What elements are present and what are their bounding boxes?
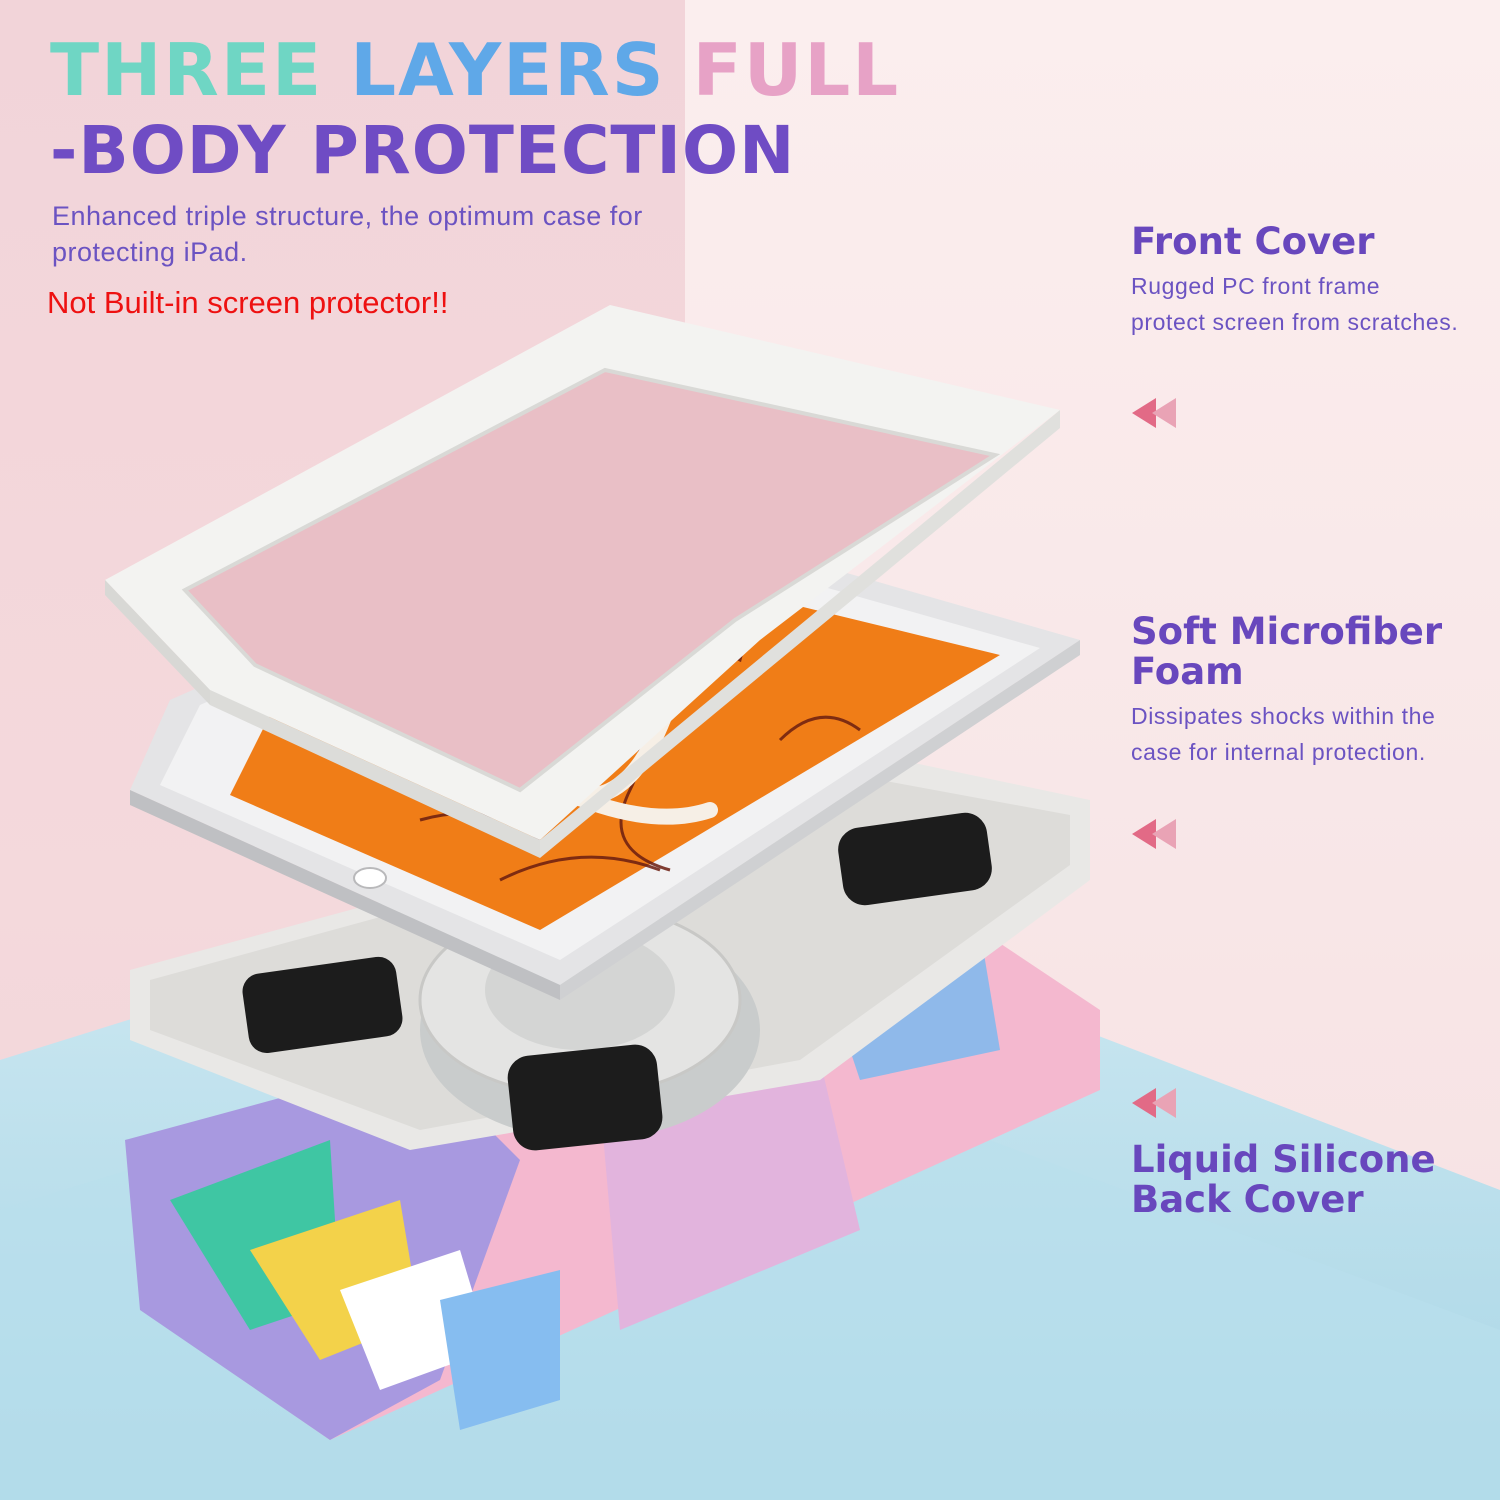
double-left-arrow-icon <box>1132 1088 1176 1118</box>
headline-line-2: -BODY PROTECTION <box>50 112 796 189</box>
feature-description: Dissipates shocks within the case for in… <box>1131 703 1436 765</box>
feature-description: Rugged PC front frame protect screen fro… <box>1131 273 1459 335</box>
subtitle-text: Enhanced triple structure, the optimum c… <box>52 201 643 267</box>
double-left-arrow-icon <box>1132 819 1176 849</box>
headline-word-layers: LAYERS <box>350 28 666 112</box>
warning-text: Not Built-in screen protector!! <box>47 285 449 320</box>
feature-title: Soft Microfiber Foam <box>1131 610 1443 693</box>
feature-silicone-back-cover: Liquid Silicone Back Cover <box>1131 1140 1461 1220</box>
feature-microfiber-foam: Soft Microfiber Foam Dissipates shocks w… <box>1131 612 1461 770</box>
double-left-arrow-icon <box>1132 398 1176 428</box>
front-cover-frame <box>105 305 1060 858</box>
feature-front-cover: Front Cover Rugged PC front frame protec… <box>1131 222 1461 340</box>
feature-title: Liquid Silicone Back Cover <box>1131 1138 1436 1221</box>
feature-title: Front Cover <box>1131 220 1375 263</box>
headline-word-full: FULL <box>692 28 901 112</box>
headline-line-1: THREE LAYERS FULL <box>50 28 900 112</box>
headline-word-three: THREE <box>50 28 324 112</box>
